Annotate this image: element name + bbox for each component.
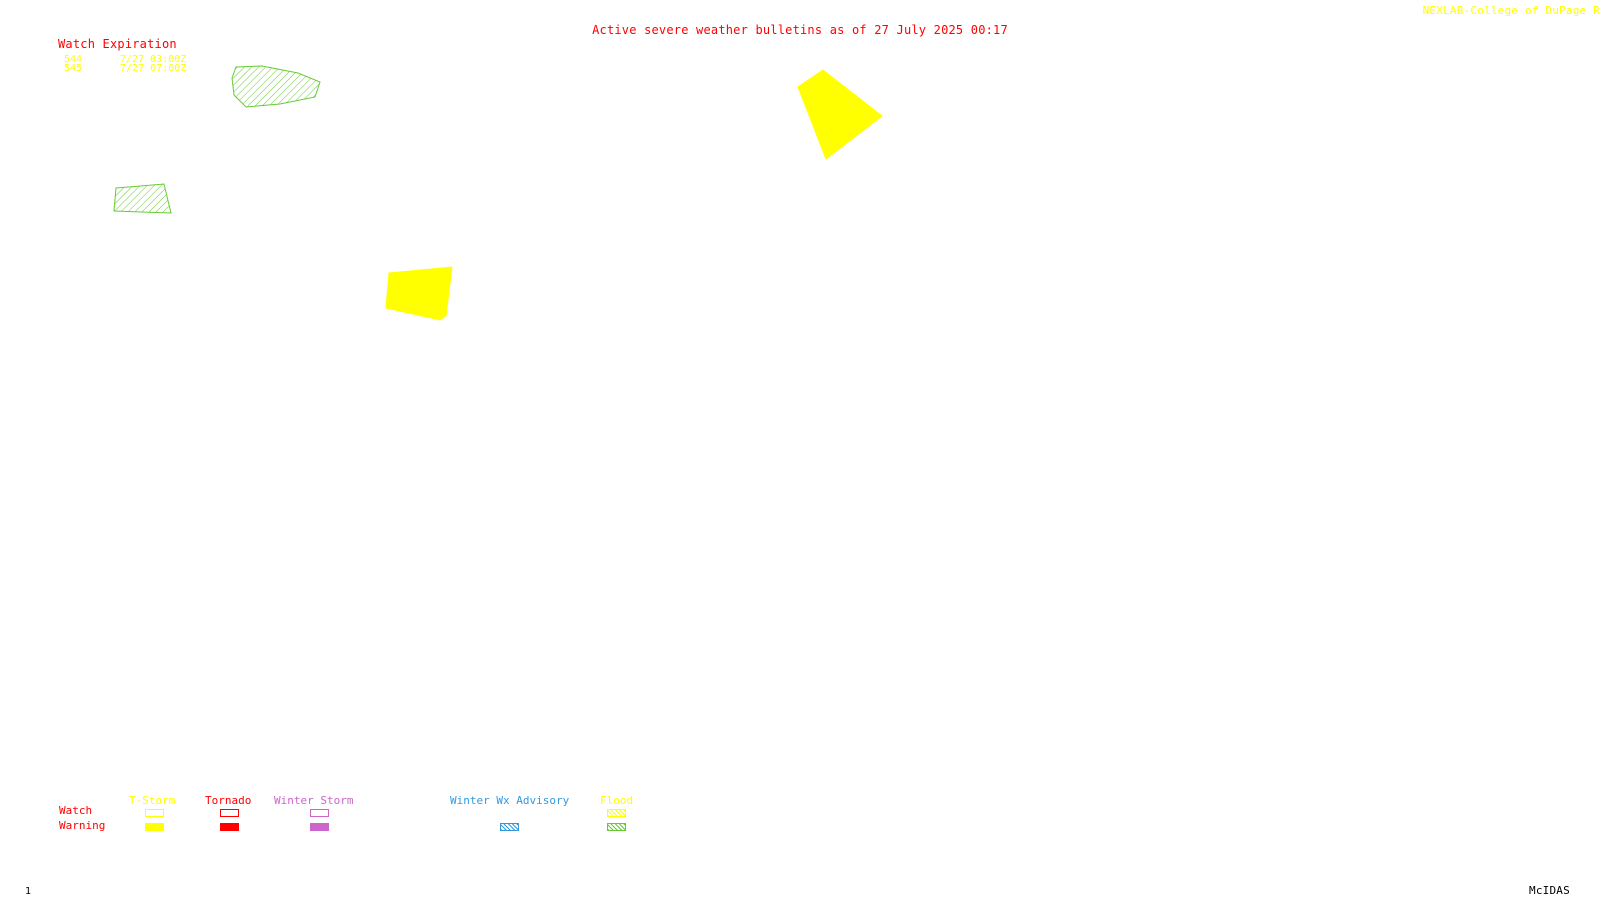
watch-expiration-heading: Watch Expiration xyxy=(58,37,177,51)
tstorm-warning-polygon xyxy=(385,266,453,321)
watch-number: 545 xyxy=(64,63,83,74)
legend-winter-advisory-label: Winter Wx Advisory xyxy=(450,794,570,807)
winter-advisory-swatch xyxy=(500,823,519,831)
software-label: McIDAS xyxy=(1529,884,1570,897)
tornado-warning-swatch xyxy=(220,823,239,831)
watch-expires: 7/27 07:00Z xyxy=(120,63,187,74)
watch-row: 545 7/27 07:00Z xyxy=(64,63,186,74)
legend-tornado-label: Tornado xyxy=(205,794,252,807)
flood-warning-polygon xyxy=(231,65,321,108)
winter-storm-warning-swatch xyxy=(310,823,329,831)
legend-winter-storm-label: Winter Storm xyxy=(274,794,354,807)
legend-watch-label: Watch xyxy=(59,804,93,817)
flood-watch-swatch xyxy=(607,809,626,817)
watch-expires: 7/27 03:00Z xyxy=(120,54,187,65)
legend-warning-label: Warning xyxy=(59,819,106,832)
legend-tstorm-label: T-Storm xyxy=(129,794,176,807)
tornado-watch-swatch xyxy=(220,809,239,817)
credit-label: NEXLAB-College of DuPage R xyxy=(1422,4,1600,17)
flood-warning-polygon xyxy=(113,183,172,214)
watch-number: 544 xyxy=(64,54,83,65)
bulletin-title: Active severe weather bulletins as of 27… xyxy=(592,23,1008,37)
tstorm-warning-swatch xyxy=(145,823,164,831)
frame-number: 1 xyxy=(25,886,32,897)
legend-flood-label: Flood xyxy=(600,794,634,807)
tstorm-watch-swatch xyxy=(145,809,164,817)
flood-warning-swatch xyxy=(607,823,626,831)
tstorm-warning-polygon xyxy=(797,69,883,160)
watch-row: 544 7/27 03:00Z xyxy=(64,54,186,65)
winter-storm-watch-swatch xyxy=(310,809,329,817)
